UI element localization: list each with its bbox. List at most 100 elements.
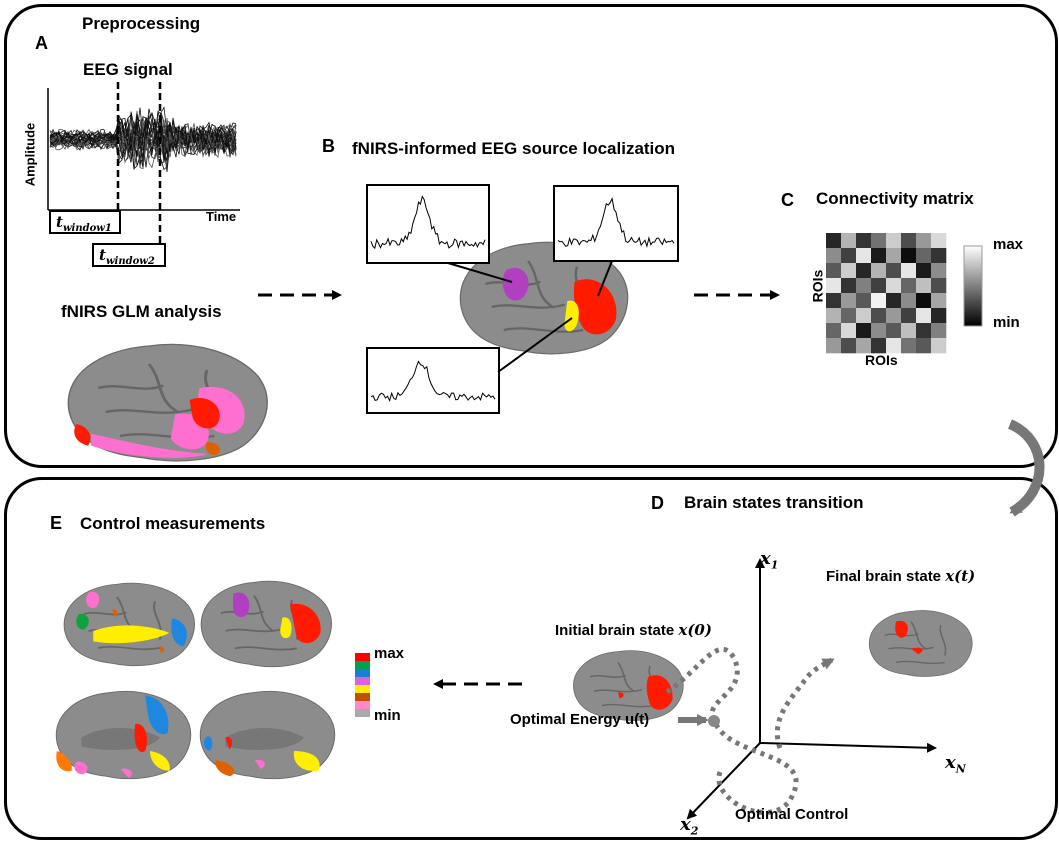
- eeg-traces: [49, 106, 237, 172]
- matrix-cell: [841, 323, 857, 339]
- panel-a-letter: A: [35, 33, 48, 53]
- conn-scale-max: max: [993, 236, 1024, 253]
- matrix-cell: [871, 323, 887, 339]
- matrix-cell: [886, 338, 902, 354]
- window1-box: [49, 210, 121, 234]
- matrix-cell: [856, 323, 872, 339]
- matrix-cell: [841, 278, 857, 294]
- state-space-axes: [686, 558, 937, 820]
- matrix-cell: [916, 308, 932, 324]
- matrix-cell: [916, 263, 932, 279]
- conn-scale-min: min: [993, 314, 1020, 331]
- matrix-cell: [856, 248, 872, 264]
- matrix-cell: [901, 248, 917, 264]
- control-brain-1: [63, 582, 196, 667]
- matrix-cell: [826, 308, 842, 324]
- matrix-cell: [931, 293, 947, 309]
- matrix-cell: [931, 308, 947, 324]
- matrix-cell: [871, 263, 887, 279]
- matrix-cell: [841, 248, 857, 264]
- matrix-cell: [916, 293, 932, 309]
- source-localization-brain: [459, 241, 629, 356]
- control-brain-4: [199, 690, 336, 780]
- panel-c-title: Connectivity matrix: [816, 189, 974, 208]
- panel-e-title: Control measurements: [80, 514, 266, 533]
- final-brain-state: [868, 609, 973, 678]
- matrix-cell: [886, 233, 902, 249]
- axis-xn-label: xN: [945, 752, 966, 776]
- panel-e-letter: E: [50, 513, 63, 533]
- initial-brain-state: [572, 649, 685, 722]
- matrix-cell: [826, 263, 842, 279]
- scale-swatch: [355, 709, 370, 717]
- trajectory-end: [774, 657, 835, 749]
- matrix-cell: [856, 293, 872, 309]
- scale-swatch: [355, 669, 370, 677]
- matrix-cell: [931, 233, 947, 249]
- matrix-cell: [886, 323, 902, 339]
- initial-state-label: Initial brain state x(0): [555, 621, 712, 639]
- matrix-cell: [901, 293, 917, 309]
- matrix-xlabel: ROIs: [865, 352, 898, 368]
- scale-swatch: [355, 693, 370, 701]
- matrix-cell: [916, 278, 932, 294]
- matrix-cell: [886, 263, 902, 279]
- panel-b-title: fNIRS-informed EEG source localization: [352, 139, 676, 158]
- matrix-cell: [826, 323, 842, 339]
- window2-label: twindow2: [99, 246, 155, 267]
- scale-swatch: [355, 701, 370, 709]
- eeg-title: EEG signal: [83, 60, 173, 79]
- matrix-cell: [871, 248, 887, 264]
- control-scale-min: min: [374, 707, 401, 724]
- matrix-cell: [826, 233, 842, 249]
- matrix-cell: [826, 248, 842, 264]
- axis-x1-label: x1: [760, 548, 779, 572]
- matrix-cell: [841, 338, 857, 354]
- timeseries-box-2: [553, 185, 679, 262]
- matrix-cell: [886, 278, 902, 294]
- matrix-cell: [886, 308, 902, 324]
- matrix-cell: [871, 338, 887, 354]
- connectivity-matrix: [826, 233, 947, 354]
- optimal-trajectory: [665, 646, 799, 815]
- matrix-cell: [931, 248, 947, 264]
- control-scale-max: max: [374, 645, 405, 662]
- fnirs-glm-brain: [66, 343, 269, 463]
- matrix-cell: [901, 263, 917, 279]
- control-label: Optimal Control: [735, 806, 849, 823]
- matrix-cell: [916, 323, 932, 339]
- matrix-cell: [841, 308, 857, 324]
- matrix-cell: [826, 278, 842, 294]
- final-state-label: Final brain state x(t): [826, 567, 976, 585]
- connectivity-colorbar: [963, 245, 983, 327]
- matrix-cell: [871, 233, 887, 249]
- matrix-cell: [856, 233, 872, 249]
- matrix-cell: [856, 338, 872, 354]
- control-brain-3: [55, 690, 192, 780]
- matrix-cell: [871, 278, 887, 294]
- matrix-cell: [901, 278, 917, 294]
- panel-b-letter: B: [322, 136, 335, 156]
- matrix-cell: [901, 338, 917, 354]
- glm-title: fNIRS GLM analysis: [61, 302, 222, 321]
- panel-c-letter: C: [781, 190, 794, 210]
- matrix-cell: [826, 293, 842, 309]
- timeseries-box-3: [366, 347, 500, 414]
- eeg-signal-plot: [47, 82, 240, 267]
- control-brain-2: [200, 580, 333, 668]
- window1-label: twindow1: [56, 213, 112, 234]
- panel-d-title: Brain states transition: [684, 493, 864, 512]
- panel-d-letter: D: [651, 493, 664, 513]
- matrix-cell: [841, 233, 857, 249]
- matrix-cell: [826, 338, 842, 354]
- curved-arrow-c-to-d: [1007, 419, 1045, 517]
- window2-box: [92, 243, 166, 267]
- eeg-ylabel: Amplitude: [22, 122, 38, 187]
- timeseries-box-1: [366, 184, 490, 264]
- matrix-cell: [856, 263, 872, 279]
- matrix-cell: [871, 293, 887, 309]
- matrix-cell: [901, 308, 917, 324]
- matrix-cell: [871, 308, 887, 324]
- matrix-ylabel: ROIs: [809, 269, 826, 303]
